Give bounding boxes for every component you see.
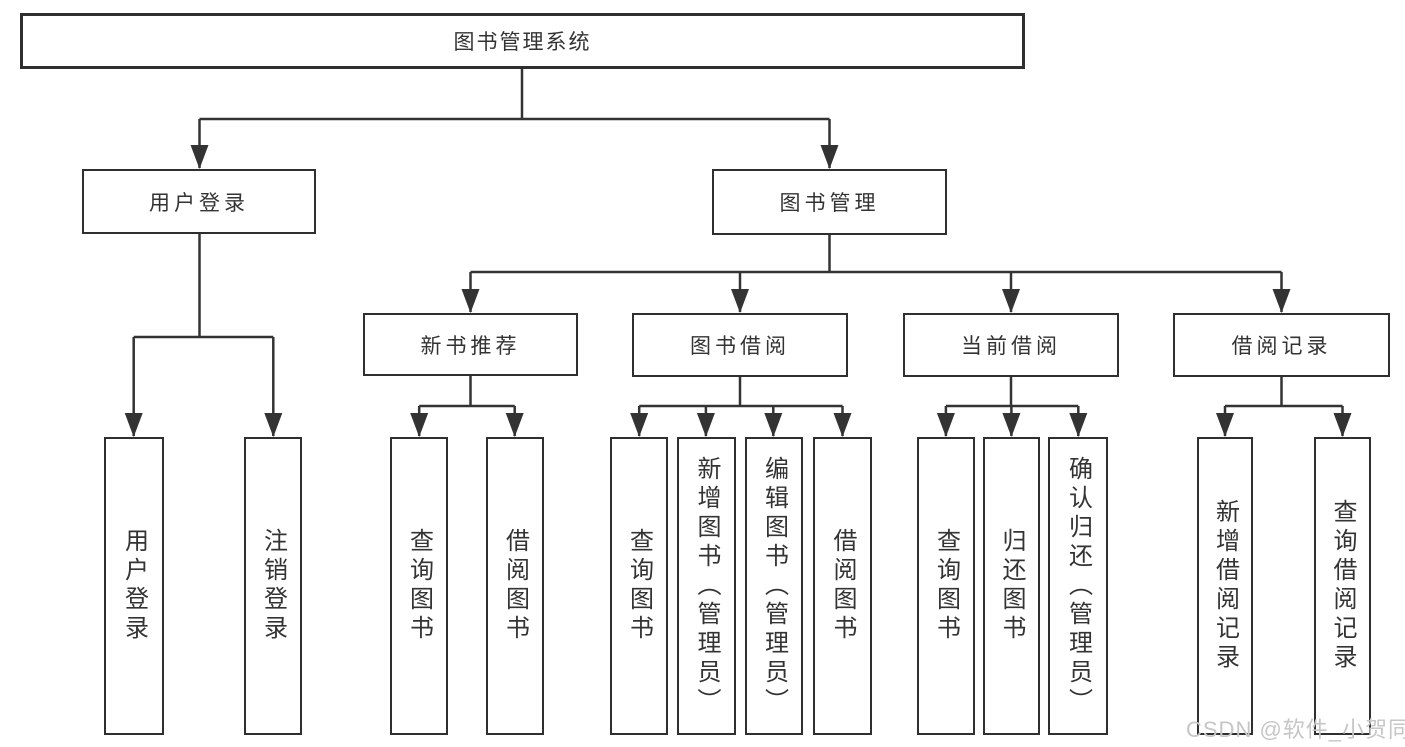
leaf-add-borrow-record: 新增借阅记录 <box>1197 437 1253 735</box>
node-label: 确认归还（管理员） <box>1064 455 1092 717</box>
node-label: 图书管理 <box>779 192 880 215</box>
arrowhead <box>1002 413 1021 437</box>
node-system-root: 图书管理系统 <box>20 13 1025 69</box>
node-book-management: 图书管理 <box>712 169 947 235</box>
node-label: 借阅图书 <box>829 528 856 644</box>
node-new-book-recommend: 新书推荐 <box>363 313 578 376</box>
arrowhead <box>124 413 143 437</box>
arrowhead <box>1272 289 1291 313</box>
leaf-query-books-recommend: 查询图书 <box>390 437 448 735</box>
arrowhead <box>731 289 749 313</box>
arrowhead <box>1216 413 1234 437</box>
leaf-add-book-admin: 新增图书（管理员） <box>677 437 736 735</box>
arrowhead <box>505 413 524 437</box>
leaf-user-login: 用户登录 <box>104 437 164 735</box>
arrowhead <box>833 413 852 437</box>
node-label: 新增借阅记录 <box>1211 499 1239 673</box>
arrowhead <box>410 413 429 437</box>
arrowhead <box>264 413 283 437</box>
node-label: 查询图书 <box>405 528 433 644</box>
leaf-query-borrow-record: 查询借阅记录 <box>1314 437 1371 735</box>
arrowhead <box>1069 413 1088 437</box>
node-label: 编辑图书（管理员） <box>760 455 788 717</box>
node-label: 借阅记录 <box>1231 335 1332 358</box>
arrowhead <box>820 145 839 169</box>
leaf-query-books-current: 查询图书 <box>917 437 975 735</box>
arrowhead <box>696 413 715 437</box>
node-label: 注销登录 <box>259 528 287 644</box>
node-label: 归还图书 <box>998 528 1025 644</box>
leaf-return-book: 归还图书 <box>983 437 1040 735</box>
node-borrow-record: 借阅记录 <box>1173 313 1390 377</box>
arrowhead <box>1333 413 1352 437</box>
node-label: 图书借阅 <box>690 335 790 358</box>
node-label: 新增图书（管理员） <box>693 455 720 717</box>
node-label: 用户登录 <box>120 528 148 644</box>
node-book-borrow: 图书借阅 <box>632 313 848 377</box>
watermark-text: CSDN @软件_小贺同学 <box>1186 717 1405 742</box>
node-label: 用户登录 <box>149 191 249 215</box>
leaf-borrow-books-recommend: 借阅图书 <box>486 437 544 735</box>
node-label: 查询借阅记录 <box>1329 499 1356 673</box>
arrowhead <box>190 145 209 169</box>
node-label: 当前借阅 <box>961 335 1061 358</box>
node-label: 新书推荐 <box>420 334 521 358</box>
arrowhead <box>764 413 783 437</box>
arrowhead <box>630 413 649 437</box>
leaf-edit-book-admin: 编辑图书（管理员） <box>745 437 803 735</box>
node-label: 图书管理系统 <box>453 31 592 54</box>
arrowhead <box>1002 289 1020 313</box>
node-current-borrow: 当前借阅 <box>903 313 1119 377</box>
arrowhead <box>461 289 480 313</box>
node-user-login: 用户登录 <box>82 169 316 234</box>
leaf-confirm-return-admin: 确认归还（管理员） <box>1048 437 1108 735</box>
node-label: 查询图书 <box>625 528 653 644</box>
leaf-logout: 注销登录 <box>244 437 302 735</box>
node-label: 借阅图书 <box>501 528 529 644</box>
node-label: 查询图书 <box>932 528 960 644</box>
arrowhead <box>936 413 955 437</box>
leaf-query-books-borrow: 查询图书 <box>610 437 668 735</box>
leaf-borrow-books: 借阅图书 <box>813 437 872 735</box>
